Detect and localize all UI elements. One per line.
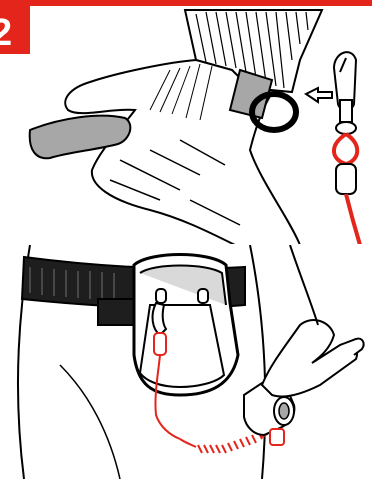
carabiner-icon — [334, 52, 356, 134]
forearm — [290, 245, 318, 325]
glove-illustration — [0, 0, 372, 245]
pouch-loop-right — [198, 289, 208, 303]
step-illustration-wrist-attachment: 2 — [0, 0, 372, 245]
red-tether — [334, 134, 360, 245]
hand — [262, 320, 357, 396]
fabric-fold-left — [60, 365, 120, 479]
belt-illustration — [0, 245, 372, 479]
step-illustration-belt-tether — [0, 245, 372, 479]
step-number: 2 — [0, 14, 12, 52]
arrow-left-icon — [306, 88, 332, 102]
top-accent-bar — [0, 0, 372, 6]
pouch-loop-left — [156, 289, 166, 303]
step-badge: 2 — [0, 0, 30, 54]
torso-right-edge — [250, 245, 265, 479]
belt-clip — [98, 299, 138, 325]
